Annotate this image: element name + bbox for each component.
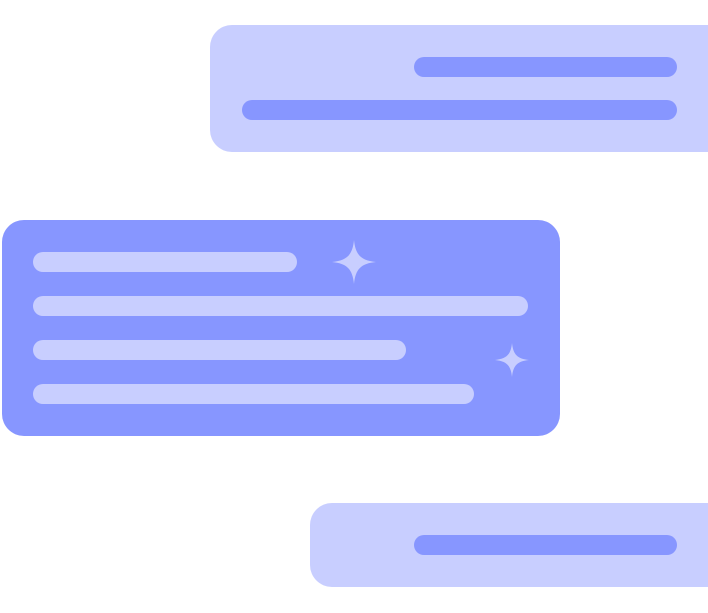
text-line bbox=[414, 535, 677, 555]
text-line bbox=[33, 384, 474, 404]
text-line bbox=[414, 57, 677, 77]
sparkle-icon bbox=[332, 240, 376, 284]
message-bubble-middle bbox=[2, 220, 560, 436]
message-bubble-top bbox=[210, 25, 708, 152]
text-line bbox=[33, 252, 297, 272]
text-line bbox=[242, 100, 677, 120]
text-line bbox=[33, 296, 528, 316]
sparkle-icon bbox=[495, 343, 529, 377]
message-bubble-bottom bbox=[310, 503, 708, 587]
text-line bbox=[33, 340, 406, 360]
